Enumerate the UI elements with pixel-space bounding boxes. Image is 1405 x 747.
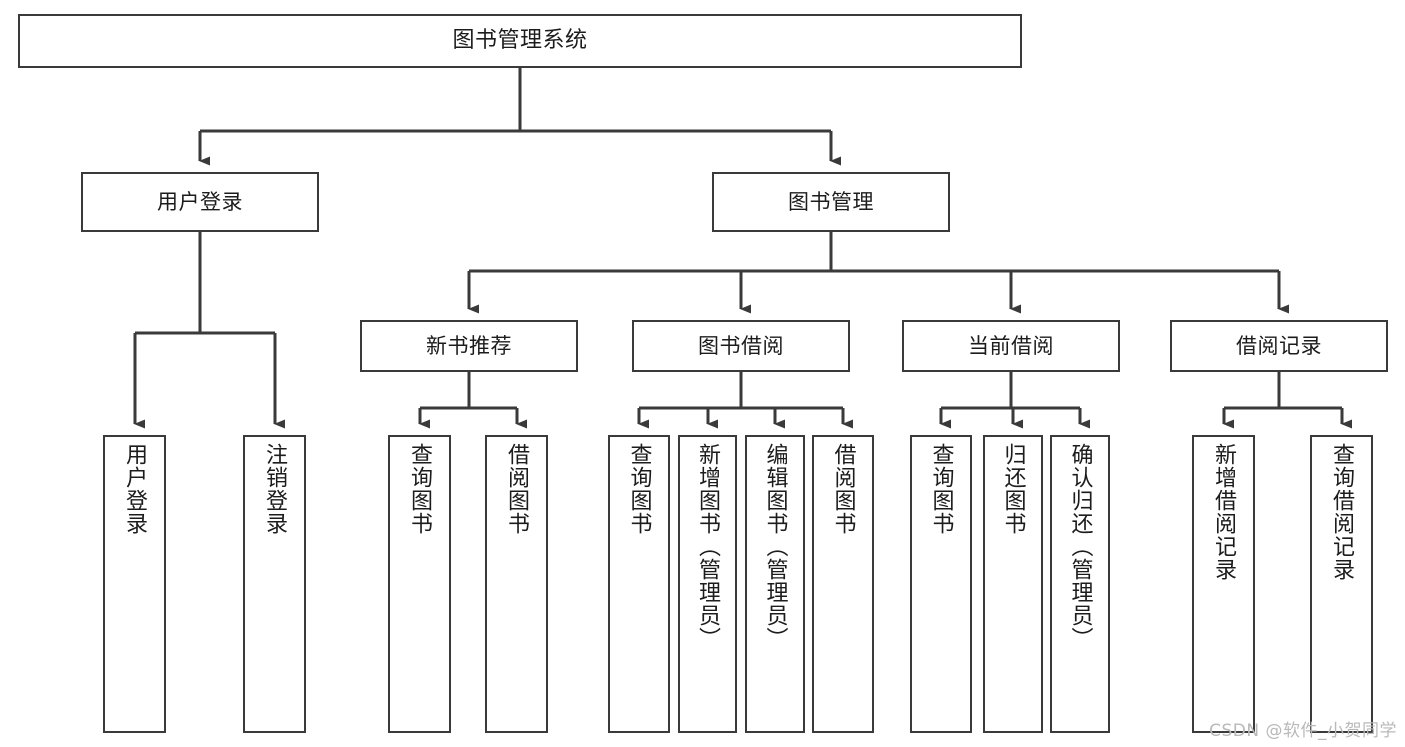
node-label: 查询图书 <box>928 443 954 535</box>
node-root[interactable]: 图书管理系统 <box>18 14 1022 68</box>
node-label: 注销登录 <box>262 443 288 535</box>
node-leaf-cur-confirm[interactable]: 确认归还（管理员） <box>1050 435 1110 733</box>
node-leaf-borrow-query[interactable]: 查询图书 <box>608 435 670 733</box>
node-label: 借阅图书 <box>504 443 530 535</box>
node-book-borrow[interactable]: 图书借阅 <box>632 320 850 372</box>
node-label: 借阅图书 <box>830 443 856 535</box>
node-loan-record[interactable]: 借阅记录 <box>1170 320 1388 372</box>
node-label: 图书借阅 <box>698 333 784 358</box>
node-book-manage[interactable]: 图书管理 <box>712 172 950 232</box>
node-leaf-rec-query[interactable]: 查询图书 <box>388 435 451 733</box>
node-label: 新增借阅记录 <box>1211 443 1237 581</box>
node-label: 查询图书 <box>626 443 652 535</box>
node-leaf-cur-query[interactable]: 查询图书 <box>910 435 972 733</box>
node-leaf-cur-return[interactable]: 归还图书 <box>983 435 1043 733</box>
node-label: 新书推荐 <box>426 333 512 358</box>
node-leaf-user-logout[interactable]: 注销登录 <box>243 435 306 733</box>
node-label: 借阅记录 <box>1236 333 1322 358</box>
node-current-loan[interactable]: 当前借阅 <box>902 320 1120 372</box>
node-leaf-rec-borrow[interactable]: 借阅图书 <box>485 435 548 733</box>
node-new-book-rec[interactable]: 新书推荐 <box>360 320 578 372</box>
node-user-login[interactable]: 用户登录 <box>81 172 319 232</box>
node-label: 编辑图书（管理员） <box>762 443 788 650</box>
node-leaf-rec-search[interactable]: 查询借阅记录 <box>1310 435 1373 733</box>
node-label: 用户登录 <box>122 443 148 535</box>
node-leaf-borrow-lend[interactable]: 借阅图书 <box>812 435 874 733</box>
node-leaf-user-login[interactable]: 用户登录 <box>103 435 166 733</box>
node-leaf-borrow-edit[interactable]: 编辑图书（管理员） <box>745 435 805 733</box>
node-leaf-rec-add[interactable]: 新增借阅记录 <box>1192 435 1255 733</box>
node-label: 确认归还（管理员） <box>1067 443 1093 650</box>
node-label: 用户登录 <box>157 189 243 214</box>
node-label: 查询借阅记录 <box>1329 443 1355 581</box>
node-leaf-borrow-add[interactable]: 新增图书（管理员） <box>678 435 737 733</box>
node-label: 当前借阅 <box>968 333 1054 358</box>
watermark-text: CSDN @软件_小贺同学 <box>1209 721 1397 741</box>
node-label: 新增图书（管理员） <box>695 443 721 650</box>
node-label: 图书管理系统 <box>452 28 588 54</box>
node-label: 查询图书 <box>407 443 433 535</box>
node-label: 图书管理 <box>788 189 874 214</box>
node-label: 归还图书 <box>1000 443 1026 535</box>
